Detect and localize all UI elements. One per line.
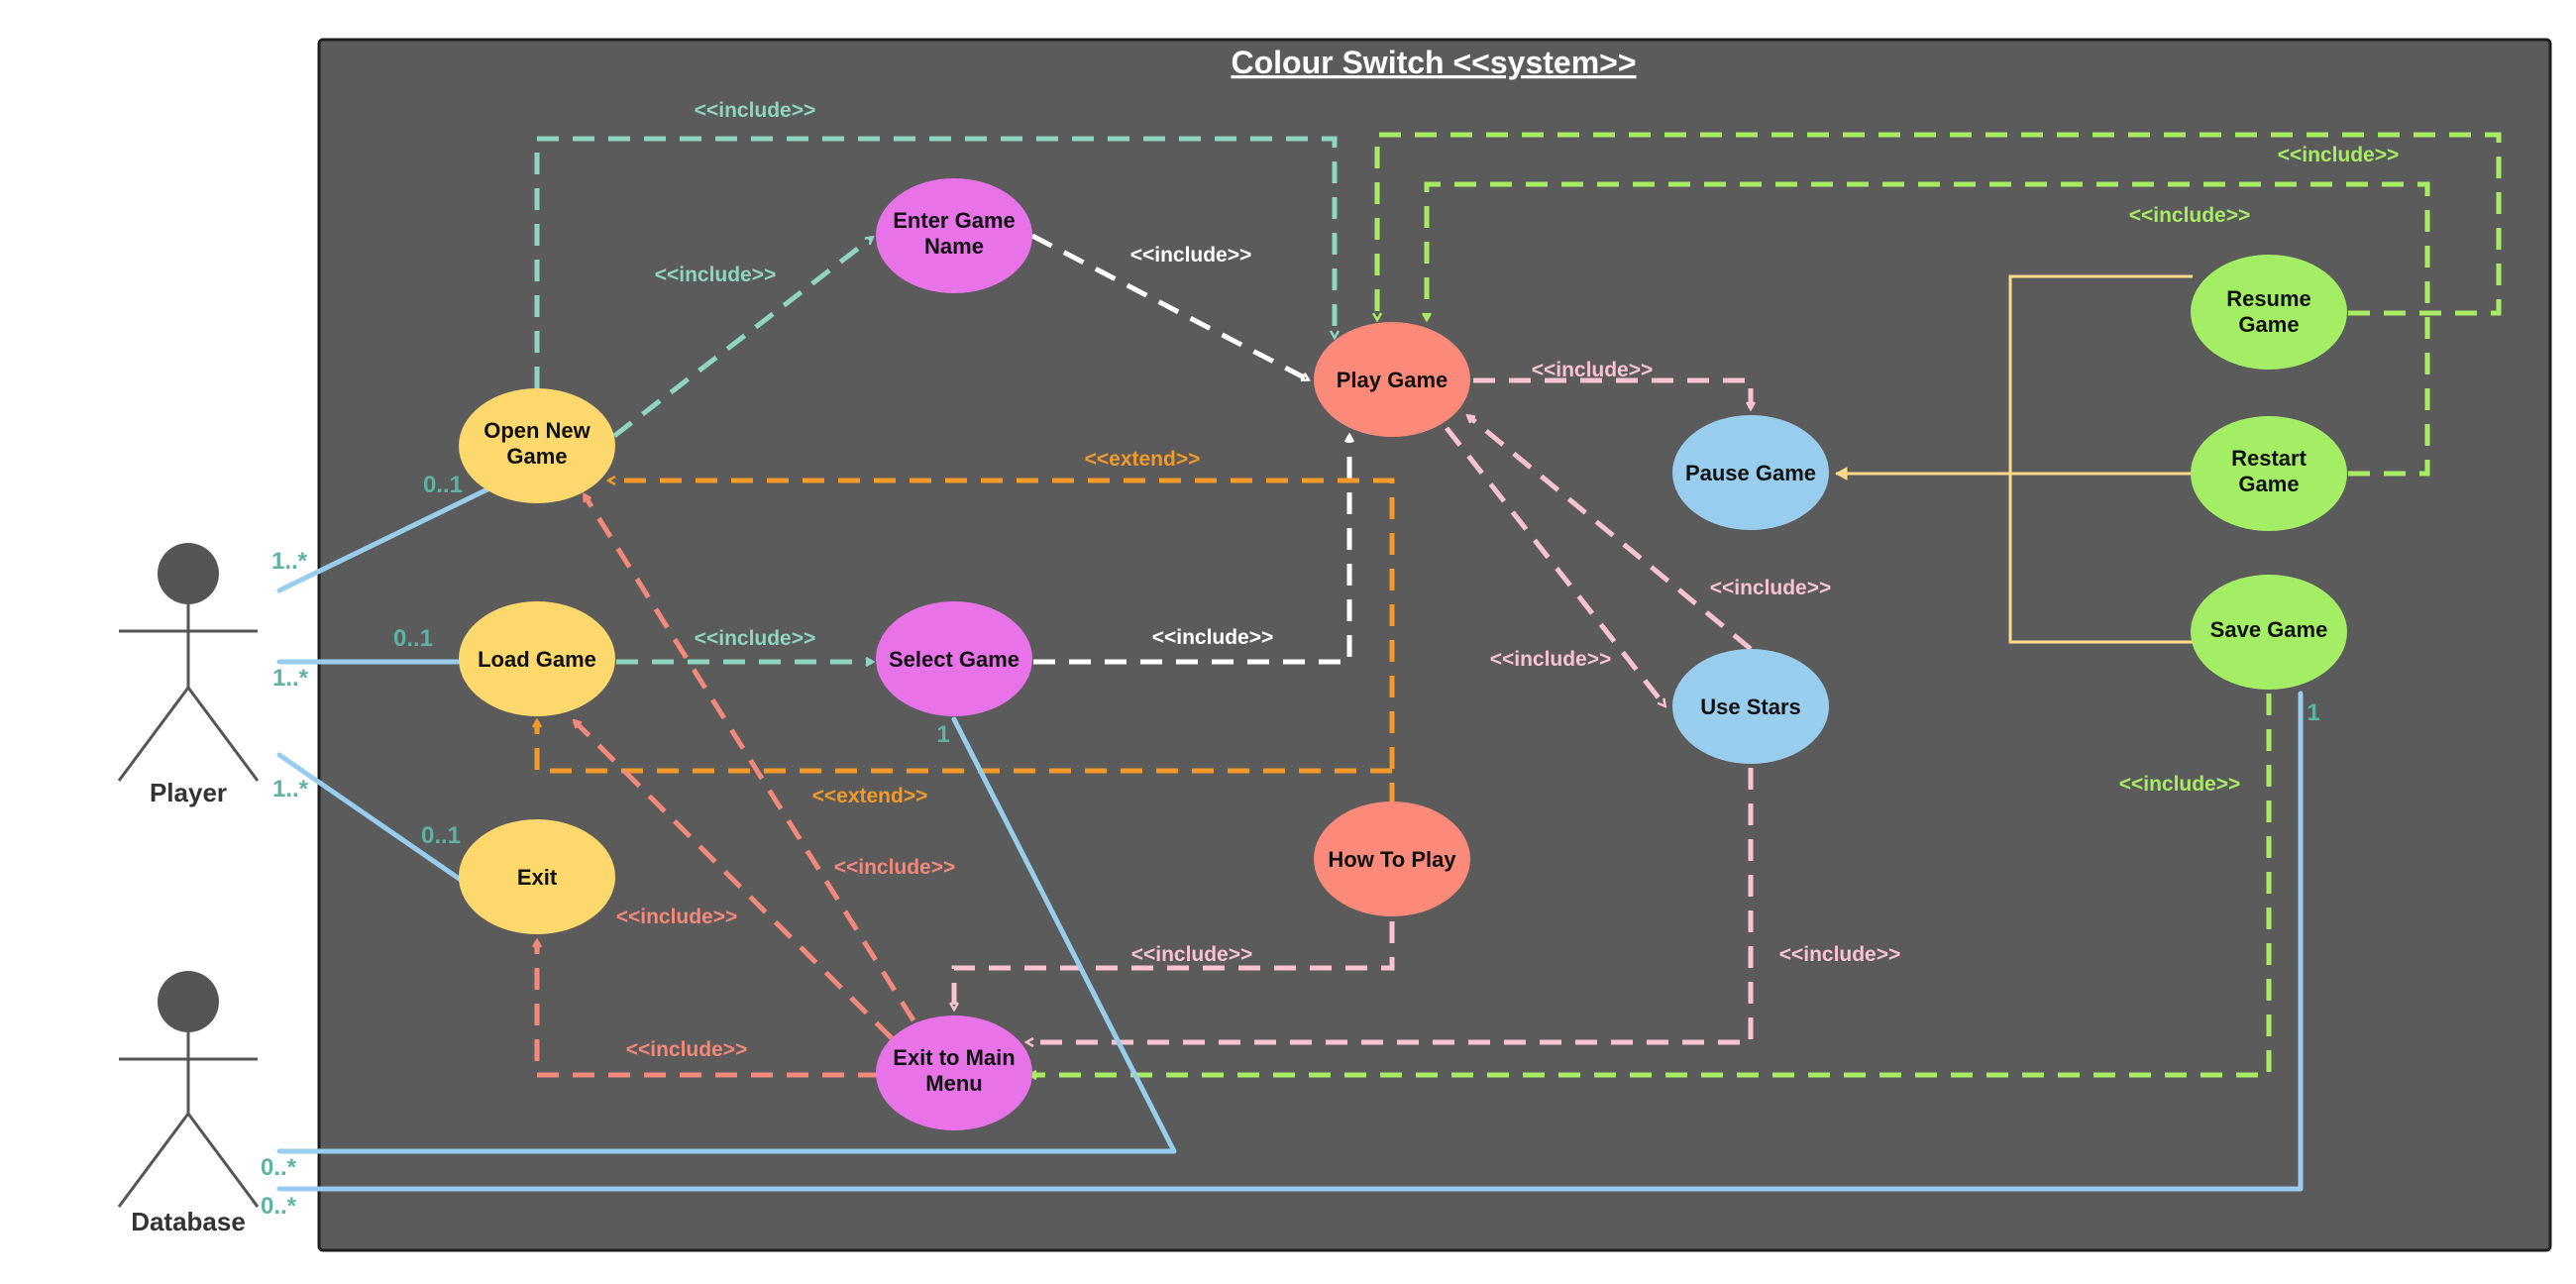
system-title: Colour Switch <<system>> xyxy=(1231,45,1636,80)
use-case-pause-game[interactable]: Pause Game xyxy=(1672,415,1829,530)
label-include-stars-play: <<include>> xyxy=(1710,577,1832,599)
label-include-enter-play: <<include>> xyxy=(1130,244,1252,267)
label-include-select-play: <<include>> xyxy=(1152,626,1274,649)
include-exitmenu-to-exit xyxy=(537,941,880,1078)
use-case-play-game[interactable]: Play Game xyxy=(1314,322,1470,437)
mult-player-exit: 1..* xyxy=(272,776,309,802)
label-include-howto-exitmenu: <<include>> xyxy=(1131,943,1253,966)
include-enter-name-to-play xyxy=(1030,233,1308,382)
use-case-enter-game-name-line1: Enter Game xyxy=(893,208,1016,233)
assoc-player-open xyxy=(276,486,490,593)
label-extend-howto-load: <<extend>> xyxy=(812,785,928,807)
use-case-pause-game-label: Pause Game xyxy=(1685,461,1816,485)
label-include-stars-exitmenu: <<include>> xyxy=(1779,943,1901,966)
use-case-use-stars-label: Use Stars xyxy=(1700,695,1801,719)
assoc-database-save xyxy=(276,691,2304,1192)
label-include-load-select: <<include>> xyxy=(695,627,816,650)
mult-player-load: 1..* xyxy=(272,665,309,692)
actor-player-head xyxy=(158,543,219,604)
include-play-to-pause xyxy=(1473,377,1751,408)
use-case-open-new-game[interactable]: Open New Game xyxy=(459,388,615,503)
label-include-restart-play: <<include>> xyxy=(2129,204,2251,227)
label-include-resume-play: <<include>> xyxy=(2278,144,2400,166)
label-include-play-stars: <<include>> xyxy=(1490,648,1612,671)
use-case-load-game[interactable]: Load Game xyxy=(459,601,615,716)
label-include-exitmenu-open: <<include>> xyxy=(834,856,956,879)
label-include-play-pause: <<include>> xyxy=(1532,359,1654,381)
include-stars-to-exitmenu xyxy=(1027,768,1754,1042)
include-open-to-enter-name xyxy=(612,238,872,438)
label-include-open-play: <<include>> xyxy=(695,99,816,122)
label-include-open-enter: <<include>> xyxy=(655,264,777,286)
label-include-exitmenu-load: <<include>> xyxy=(616,906,738,928)
include-stars-to-play xyxy=(1468,416,1753,651)
generalization-save xyxy=(2008,474,2193,644)
use-case-restart-game-line2: Game xyxy=(2238,472,2299,496)
use-case-how-to-play-label: How To Play xyxy=(1328,847,1456,872)
use-case-select-game[interactable]: Select Game xyxy=(876,601,1032,716)
include-select-to-play xyxy=(1033,436,1349,665)
include-play-to-stars xyxy=(1445,426,1664,705)
use-case-resume-game-line1: Resume xyxy=(2226,286,2311,311)
use-case-enter-game-name[interactable]: Enter Game Name xyxy=(876,178,1032,293)
generalization-resume xyxy=(2008,274,2193,474)
use-case-resume-game[interactable]: Resume Game xyxy=(2191,255,2347,370)
label-extend-howto-open: <<extend>> xyxy=(1085,448,1201,471)
use-case-play-game-label: Play Game xyxy=(1337,368,1449,392)
actor-database[interactable] xyxy=(117,971,260,1208)
include-save-to-exitmenu xyxy=(1030,694,2272,1075)
extend-howto-to-open xyxy=(609,481,1395,804)
actor-database-label: Database xyxy=(131,1207,246,1236)
actor-database-head xyxy=(158,971,219,1032)
mult-select-database: 1 xyxy=(936,721,949,748)
include-exitmenu-to-open xyxy=(582,495,916,1022)
use-case-exit-to-main-menu-line2: Menu xyxy=(925,1071,982,1096)
include-open-to-play xyxy=(534,136,1335,388)
use-case-load-game-label: Load Game xyxy=(478,647,596,672)
assoc-player-exit xyxy=(276,752,464,883)
actor-player-label: Player xyxy=(150,778,227,807)
use-case-restart-game-line1: Restart xyxy=(2231,446,2307,471)
use-case-save-game-label: Save Game xyxy=(2210,617,2328,642)
mult-database-save: 0..* xyxy=(261,1193,297,1220)
mult-load-player: 0..1 xyxy=(393,625,433,652)
mult-exit-player: 0..1 xyxy=(421,822,461,849)
use-case-select-game-label: Select Game xyxy=(889,647,1020,672)
use-case-resume-game-line2: Game xyxy=(2238,312,2299,337)
mult-open-player: 0..1 xyxy=(423,472,463,498)
use-case-open-new-game-line1: Open New xyxy=(483,418,590,443)
use-case-how-to-play[interactable]: How To Play xyxy=(1314,802,1470,916)
assoc-database-select xyxy=(276,716,1177,1154)
include-resume-to-play xyxy=(1377,132,2502,319)
include-restart-to-play xyxy=(1427,181,2430,477)
use-case-exit-to-main-menu[interactable]: Exit to Main Menu xyxy=(876,1016,1032,1130)
mult-database-select: 0..* xyxy=(261,1154,297,1181)
use-case-open-new-game-line2: Game xyxy=(506,444,567,469)
actor-player[interactable] xyxy=(117,543,260,782)
use-case-restart-game[interactable]: Restart Game xyxy=(2191,416,2347,531)
include-exitmenu-to-load xyxy=(575,721,894,1040)
include-howto-to-exitmenu xyxy=(954,921,1395,1009)
label-include-exitmenu-exit: <<include>> xyxy=(626,1038,748,1061)
use-case-save-game[interactable]: Save Game xyxy=(2191,575,2347,690)
use-case-use-stars[interactable]: Use Stars xyxy=(1672,649,1829,764)
mult-save-database: 1 xyxy=(2307,699,2319,726)
use-case-exit-to-main-menu-line1: Exit to Main xyxy=(893,1045,1015,1070)
system-boundary xyxy=(317,38,2552,1252)
label-include-save-exitmenu: <<include>> xyxy=(2119,773,2241,796)
use-case-enter-game-name-line2: Name xyxy=(924,234,984,259)
use-case-exit-label: Exit xyxy=(517,865,558,890)
use-case-exit[interactable]: Exit xyxy=(459,819,615,934)
mult-player-open: 1..* xyxy=(271,548,308,575)
